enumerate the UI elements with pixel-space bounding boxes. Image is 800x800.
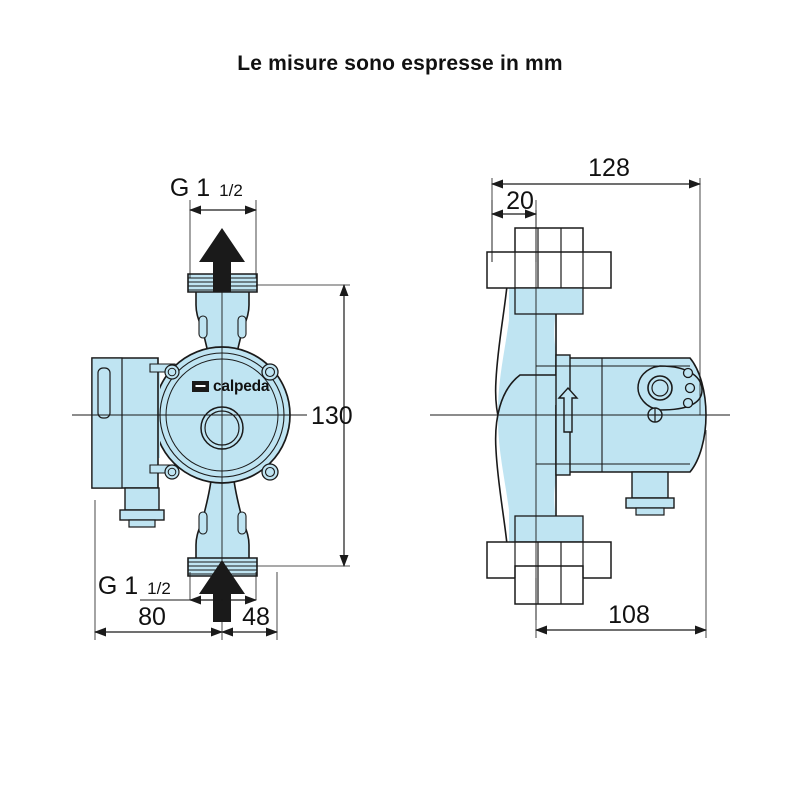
dim-offset-20: 20 xyxy=(491,187,537,262)
dim-depth-128: 128 xyxy=(491,154,701,415)
front-neck-rib-left-top xyxy=(198,315,208,339)
dim-height-130-value: 130 xyxy=(311,402,353,430)
brand-logo: calpeda xyxy=(192,378,270,395)
side-view-group: 128 20 108 xyxy=(430,154,730,638)
side-port-small-2-icon xyxy=(684,382,696,394)
dim-thread-top-fraction: 1/2 xyxy=(219,181,243,200)
side-bottom-union-nut xyxy=(486,515,612,605)
front-neck-rib-right-bottom xyxy=(237,511,247,535)
dim-depth-108-value: 108 xyxy=(608,601,650,629)
logo-block-slot-icon xyxy=(195,385,206,387)
side-connector-boss xyxy=(637,365,703,411)
front-neck-rib-left-bottom xyxy=(198,511,208,535)
inlet-flow-arrow-icon xyxy=(199,560,245,622)
side-cable-gland xyxy=(625,471,675,516)
brand-name: calpeda xyxy=(213,378,270,395)
dim-width-80-value: 80 xyxy=(138,603,166,631)
side-pump-body xyxy=(486,227,707,605)
dim-outlet-thread-bottom: G 1 1/2 xyxy=(98,572,257,605)
front-pump-body: calpeda xyxy=(91,273,291,577)
dim-width-80-48: 80 48 xyxy=(94,500,278,640)
dim-depth-128-value: 128 xyxy=(588,154,630,182)
front-terminal-box-latch xyxy=(97,367,111,419)
side-top-union-nut xyxy=(486,227,612,315)
dim-thread-top-prefix: G 1 xyxy=(170,174,210,202)
dim-thread-bottom-fraction: 1/2 xyxy=(147,579,171,598)
front-neck-rib-right-top xyxy=(237,315,247,339)
dim-depth-108: 108 xyxy=(535,430,707,638)
dim-width-48-value: 48 xyxy=(242,603,270,631)
dim-inlet-thread-top: G 1 1/2 xyxy=(170,174,257,278)
side-port-small-1-icon xyxy=(682,367,694,379)
dim-offset-20-value: 20 xyxy=(506,187,534,215)
dim-height-130: 130 xyxy=(256,284,353,567)
dim-thread-bottom-prefix: G 1 xyxy=(98,572,138,600)
outlet-flow-arrow-icon xyxy=(199,228,245,292)
page-title: Le misure sono espresse in mm xyxy=(237,52,563,75)
front-view-group: calpeda xyxy=(72,174,353,640)
front-cable-gland xyxy=(119,487,165,528)
front-motor-screws xyxy=(164,363,279,481)
side-port-small-3-icon xyxy=(682,397,694,409)
side-lower-left-outline xyxy=(494,374,600,567)
